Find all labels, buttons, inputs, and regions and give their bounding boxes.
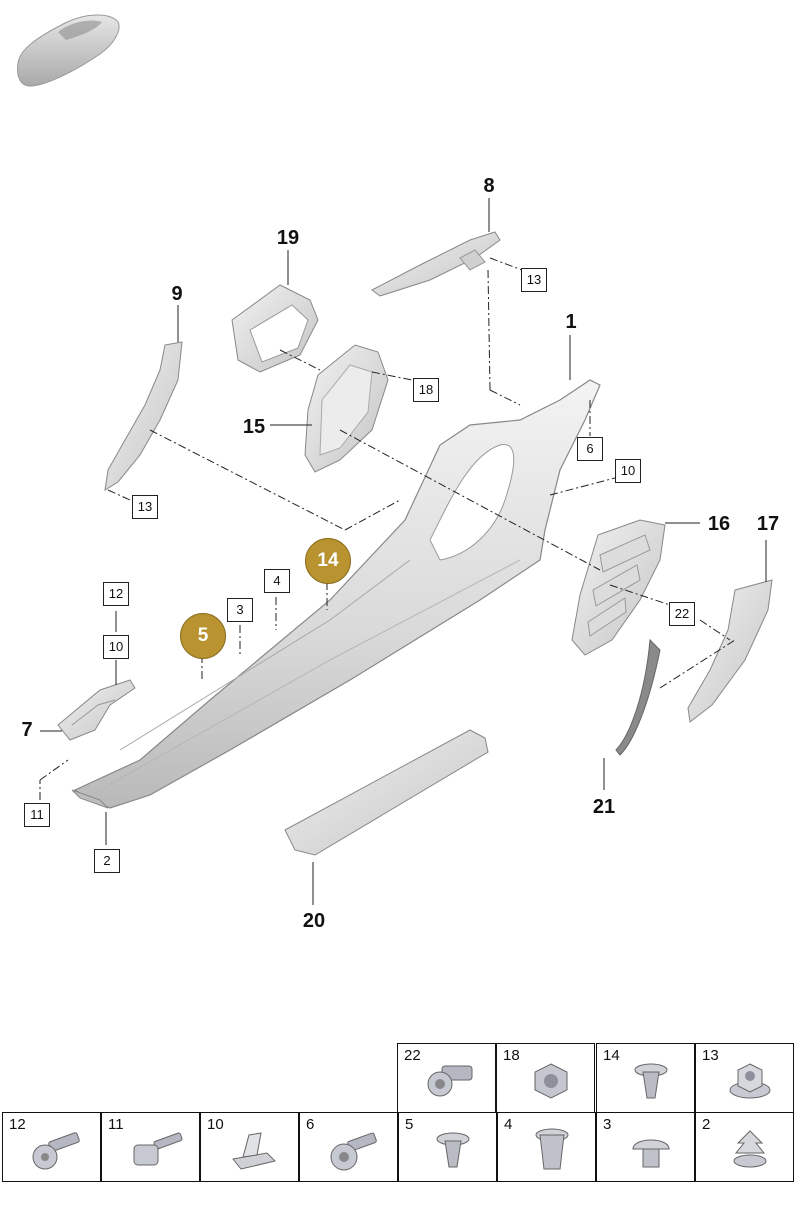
boxed-label-10: 10 (103, 635, 129, 659)
hex-bolt-icon (427, 1065, 473, 1097)
callout-21: 21 (592, 796, 616, 818)
fastener-cell-13[interactable]: 13 (695, 1043, 794, 1113)
fastener-number: 6 (306, 1116, 315, 1133)
fastener-number: 22 (404, 1047, 421, 1064)
fastener-number: 11 (108, 1116, 124, 1133)
boxed-label-11: 11 (24, 803, 50, 827)
push-clip-icon (634, 1063, 668, 1099)
boxed-label-13: 13 (132, 495, 158, 519)
fastener-cell-5[interactable]: 5 (398, 1112, 497, 1182)
leader-lines (40, 198, 767, 905)
boxed-label-13: 13 (521, 268, 547, 292)
hex-nut-icon (534, 1063, 568, 1099)
expanding-nut-icon (535, 1128, 569, 1170)
flange-screw-icon (330, 1132, 377, 1171)
grille-part-16 (571, 519, 666, 656)
callout-7: 7 (21, 719, 33, 741)
trim-part-15 (304, 344, 389, 473)
boxed-label-12: 12 (103, 582, 129, 606)
callout-17: 17 (756, 513, 780, 535)
highlight-badge-14[interactable]: 14 (305, 538, 351, 584)
sill-plate-part-20 (284, 729, 489, 856)
fastener-number: 5 (405, 1116, 414, 1133)
fastener-cell-6[interactable]: 6 (299, 1112, 398, 1182)
highlight-badge-5[interactable]: 5 (180, 613, 226, 659)
callout-20: 20 (302, 910, 326, 932)
fastener-number: 14 (603, 1047, 620, 1064)
threaded-bolt-icon (32, 1132, 80, 1170)
fastener-number: 12 (9, 1116, 26, 1133)
fastener-number: 13 (702, 1047, 719, 1064)
boxed-label-4: 4 (264, 569, 290, 593)
fastener-cell-18[interactable]: 18 (496, 1043, 595, 1113)
upper-strip-part-8 (371, 231, 501, 297)
boxed-label-10: 10 (615, 459, 641, 483)
dashed-leader-lines (39, 257, 736, 800)
boxed-label-22: 22 (669, 602, 695, 626)
fastener-cell-14[interactable]: 14 (596, 1043, 695, 1113)
vertical-strip-part-9 (104, 341, 183, 491)
fastener-number: 4 (504, 1116, 513, 1133)
boxed-label-2: 2 (94, 849, 120, 873)
trim-part-17 (687, 579, 773, 723)
boxed-label-18: 18 (413, 378, 439, 402)
fir-tree-clip-icon (733, 1130, 767, 1168)
fastener-cell-12[interactable]: 12 (2, 1112, 101, 1182)
fastener-cell-4[interactable]: 4 (497, 1112, 596, 1182)
stud-bolt-icon (133, 1132, 183, 1166)
fastener-cell-2[interactable]: 2 (695, 1112, 794, 1182)
boxed-label-3: 3 (227, 598, 253, 622)
push-clip-icon (436, 1132, 470, 1168)
lower-sill-edge (71, 789, 109, 809)
boxed-label-6: 6 (577, 437, 603, 461)
callout-1: 1 (565, 311, 577, 333)
flange-nut-icon (729, 1063, 771, 1099)
callout-8: 8 (483, 175, 495, 197)
fastener-number: 2 (702, 1116, 711, 1133)
fastener-number: 18 (503, 1047, 520, 1064)
fastener-cell-10[interactable]: 10 (200, 1112, 299, 1182)
fastener-cell-22[interactable]: 22 (397, 1043, 496, 1113)
exploded-parts-diagram (39, 198, 773, 905)
car-thumbnail-icon (17, 14, 120, 87)
plastic-rivet-icon (632, 1139, 670, 1168)
callout-15: 15 (242, 416, 266, 438)
fastener-cell-11[interactable]: 11 (101, 1112, 200, 1182)
callout-16: 16 (707, 513, 731, 535)
bracket-part-7 (57, 679, 136, 741)
frame-part-19 (231, 284, 319, 373)
fastener-number: 10 (207, 1116, 224, 1133)
seal-part-21 (615, 638, 661, 756)
fastener-number: 3 (603, 1116, 612, 1133)
callout-19: 19 (276, 227, 300, 249)
spring-clip-icon (232, 1132, 276, 1170)
fastener-cell-3[interactable]: 3 (596, 1112, 695, 1182)
side-sill-panel (73, 379, 601, 809)
callout-9: 9 (171, 283, 183, 305)
